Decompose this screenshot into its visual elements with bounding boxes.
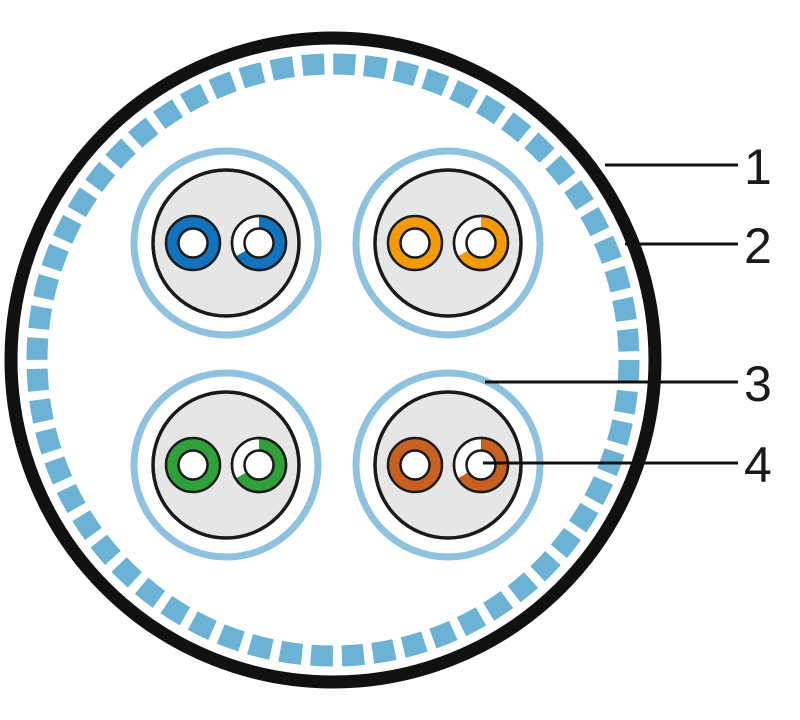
conductor-outline	[230, 436, 288, 494]
pair-inner-jacket	[373, 390, 523, 540]
conductor-core	[399, 227, 431, 259]
conductor-core	[177, 227, 209, 259]
conductor-core	[465, 449, 497, 481]
conductor-outline	[452, 214, 510, 272]
pair-brown	[352, 369, 544, 561]
conductor-core	[465, 227, 497, 259]
callout-label-1: 1	[744, 139, 772, 195]
callout-label-2: 2	[744, 218, 772, 274]
callout-label-4: 4	[744, 437, 772, 493]
pair-inner-jacket	[151, 390, 301, 540]
conductor-core	[243, 449, 275, 481]
outer-jacket	[4, 31, 662, 689]
braid-shield	[26, 53, 640, 667]
conductor-core	[177, 449, 209, 481]
conductor-core	[399, 449, 431, 481]
pair-inner-jacket	[151, 168, 301, 318]
conductor-outline	[452, 436, 510, 494]
conductor-outline	[230, 214, 288, 272]
callout-label-3: 3	[744, 356, 772, 412]
pair-inner-jacket	[373, 168, 523, 318]
pair-orange	[352, 147, 544, 339]
conductor-core	[243, 227, 275, 259]
pair-blue	[130, 147, 322, 339]
callout-lines	[483, 163, 738, 465]
pair-green	[130, 369, 322, 561]
twisted-pairs	[130, 147, 544, 561]
